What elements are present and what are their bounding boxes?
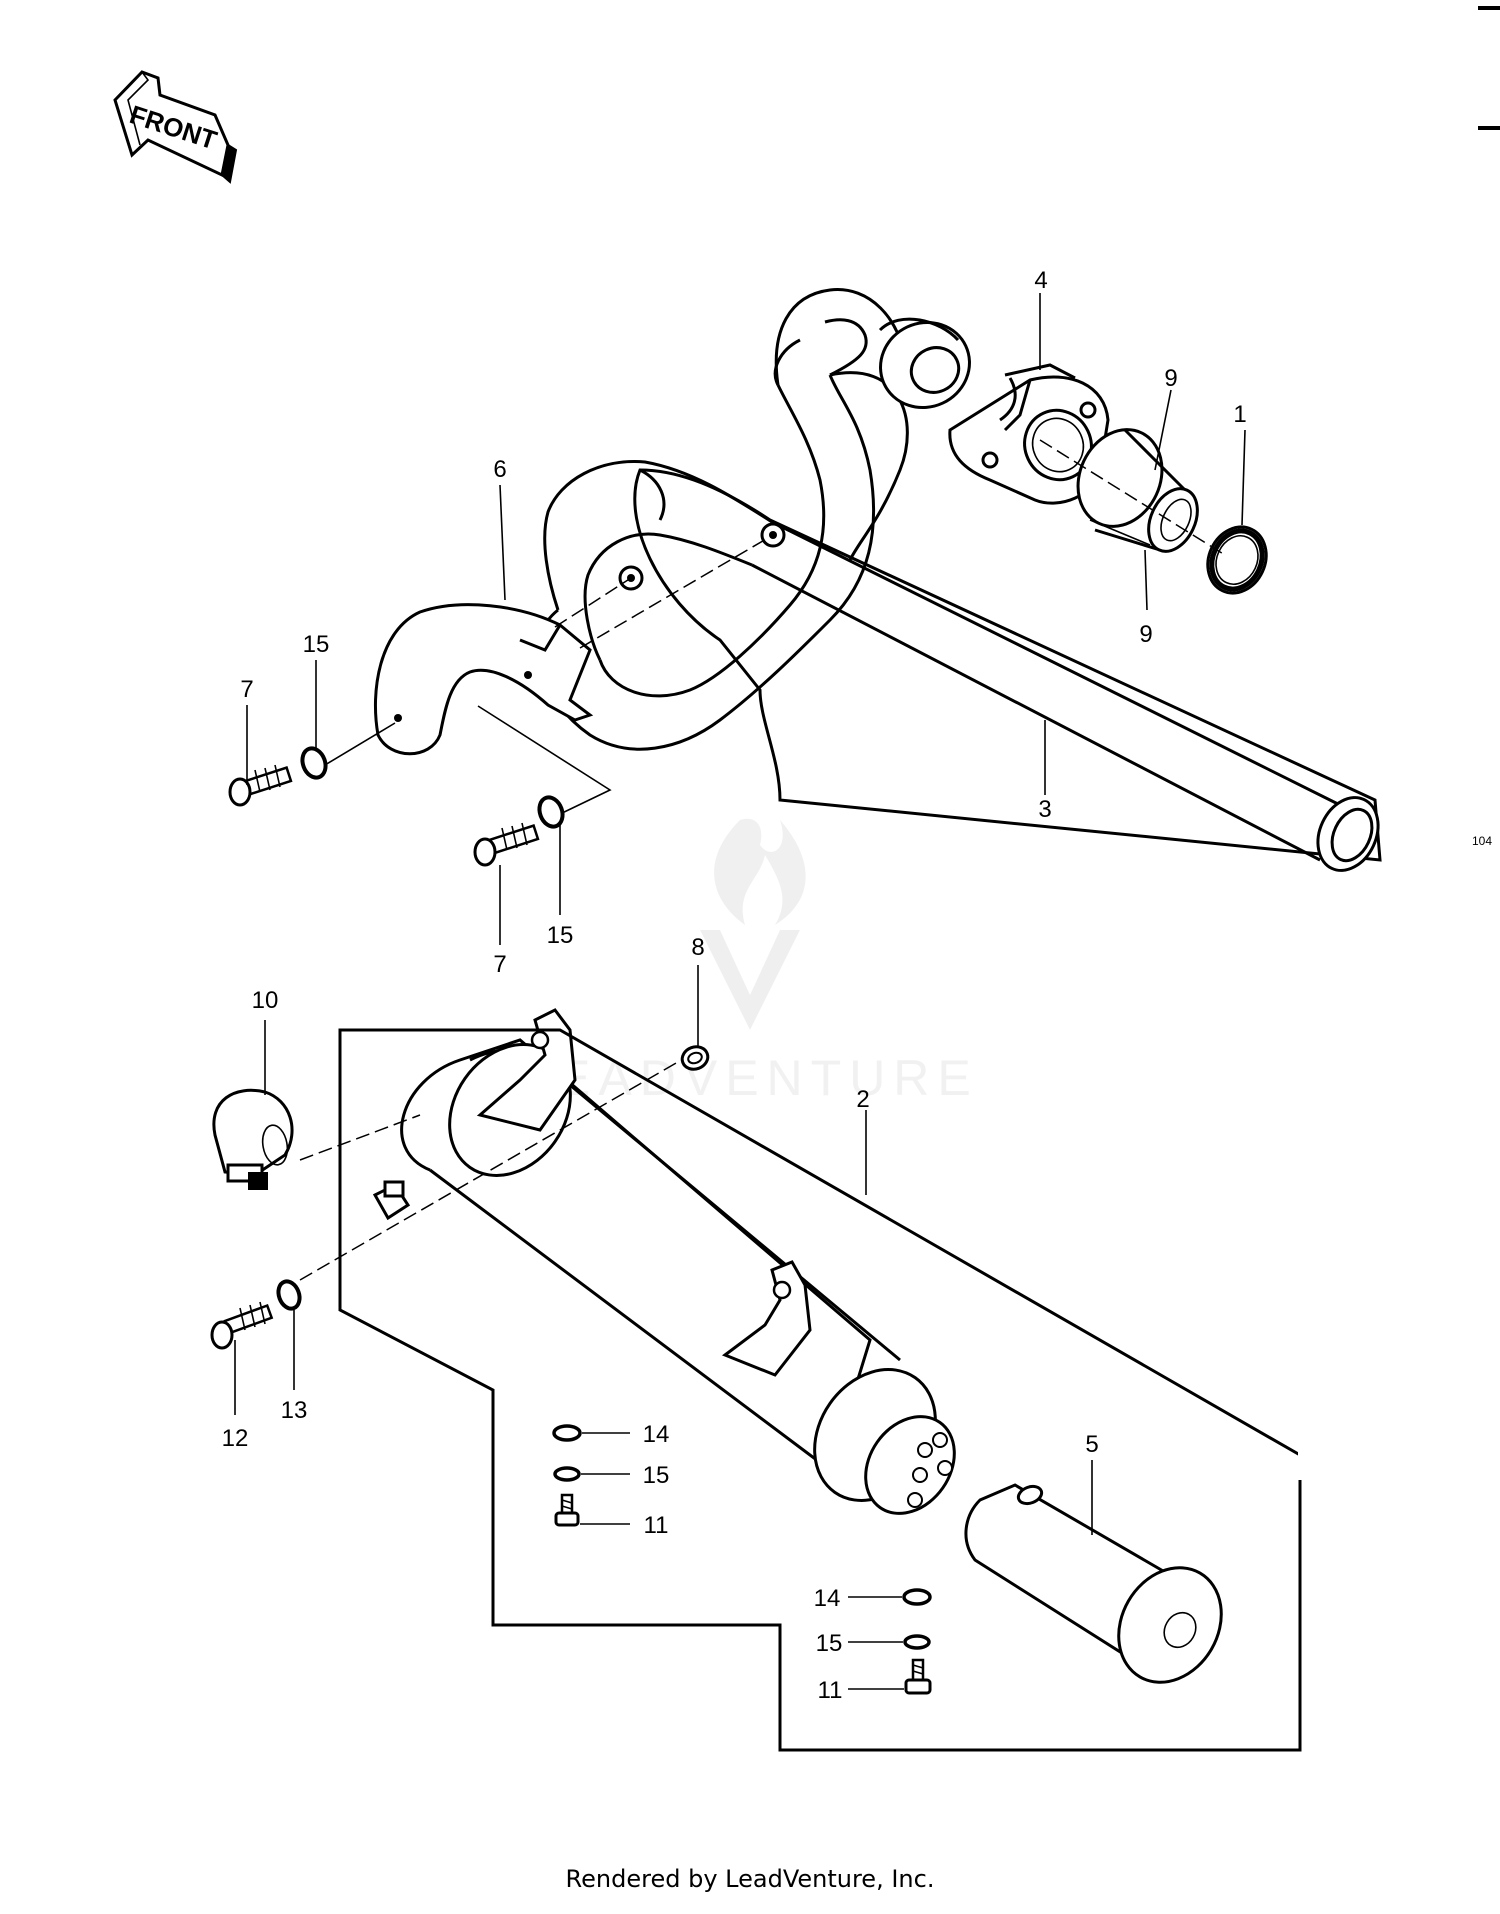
callout-15: 15 xyxy=(643,1462,670,1489)
screw xyxy=(904,1658,932,1695)
leader-lines xyxy=(234,293,1246,1690)
exhaust-gasket xyxy=(1206,525,1268,595)
callout-11: 11 xyxy=(818,1677,843,1704)
callout-6: 6 xyxy=(493,456,506,483)
washer xyxy=(552,1424,582,1442)
lock-washer xyxy=(903,1634,931,1650)
callout-12: 12 xyxy=(222,1425,249,1452)
lock-washer xyxy=(300,746,328,780)
callout-15: 15 xyxy=(547,922,574,949)
bolt xyxy=(228,764,293,807)
heat-shield xyxy=(373,603,594,756)
watermark-text: LEADVENTURE xyxy=(521,1050,979,1106)
footer-credit: Rendered by LeadVenture, Inc. xyxy=(565,1865,935,1893)
exhaust-pipe xyxy=(536,288,1382,872)
pipe-sleeve xyxy=(1076,428,1199,553)
callout-14: 14 xyxy=(643,1421,670,1448)
muffler xyxy=(372,1008,956,1515)
assembly-line xyxy=(299,1054,691,1281)
washer xyxy=(276,1279,302,1311)
callout-15: 15 xyxy=(816,1630,843,1657)
assembly-line xyxy=(1039,439,1226,556)
assembly-line xyxy=(299,1114,421,1161)
assembly-line xyxy=(579,534,774,649)
front-arrow: FRONT xyxy=(113,70,238,184)
screw xyxy=(554,1493,580,1527)
nut xyxy=(680,1045,710,1071)
tail-pipe xyxy=(964,1483,1223,1684)
callout-15: 15 xyxy=(303,631,330,658)
assembly-line xyxy=(324,722,396,766)
pipe-clamp xyxy=(212,1088,294,1190)
callout-2: 2 xyxy=(856,1086,869,1113)
leadventure-watermark: LEADVENTURE xyxy=(521,818,979,1106)
callout-4: 4 xyxy=(1034,267,1047,294)
callout-7: 7 xyxy=(493,951,506,978)
callout-3: 3 xyxy=(1038,796,1051,823)
assembly-line xyxy=(554,577,632,628)
callout-1: 1 xyxy=(1233,401,1246,428)
callout-8: 8 xyxy=(691,934,704,961)
assembly-line xyxy=(477,705,612,816)
callout-10: 10 xyxy=(252,987,279,1014)
callout-11: 11 xyxy=(644,1512,669,1539)
callout-5: 5 xyxy=(1085,1431,1098,1458)
callout-9: 9 xyxy=(1139,621,1152,648)
callout-14: 14 xyxy=(814,1585,841,1612)
bolt xyxy=(210,1301,274,1350)
bolt xyxy=(473,822,540,867)
callout-7: 7 xyxy=(240,676,253,703)
lock-washer xyxy=(537,795,565,829)
washer xyxy=(902,1588,932,1606)
callout-9: 9 xyxy=(1164,365,1177,392)
lock-washer xyxy=(553,1466,581,1482)
assembly-boundary xyxy=(338,1028,1302,1752)
callout-13: 13 xyxy=(281,1397,308,1424)
side-code: 104 xyxy=(1472,834,1492,848)
